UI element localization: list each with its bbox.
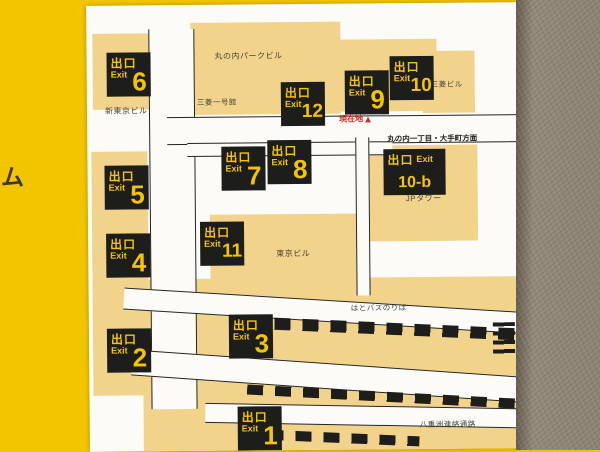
current-location-label: 現在地 (339, 114, 364, 124)
exit-number: 5 (130, 179, 145, 210)
exit-marker-8: 出口 Exit 8 (267, 139, 312, 185)
direction-label: 丸の内一丁目・大手町方面 (387, 133, 478, 144)
exit-number: 12 (301, 100, 324, 123)
exit-marker-4: 出口 Exit 4 (106, 233, 151, 278)
crosswalk-stripes (492, 322, 516, 355)
exit-number: 2 (132, 342, 148, 373)
exit-en: Exit (348, 87, 366, 98)
label-marunouchi-park-bldg: 丸の内パークビル (214, 51, 283, 61)
exit-number: 9 (370, 84, 386, 115)
current-location-triangle-icon: ▲ (363, 114, 374, 126)
label-yaesu-passage: 八重洲連絡通路 (419, 419, 476, 429)
exit-marker-10: 出口 Exit 10 (389, 55, 434, 101)
exit-number: 10 (410, 74, 432, 97)
exit-marker-6: 出口 Exit 6 (106, 52, 151, 97)
exit-marker-12: 出口 Exit 12 (280, 81, 326, 127)
exit-en: Exit (284, 99, 302, 110)
exit-marker-5: 出口 Exit 5 (104, 165, 149, 210)
label-mitsubishi-ichigokan: 三菱一号館 (196, 97, 237, 107)
exit-number: 3 (254, 328, 270, 359)
exit-number: 11 (222, 240, 243, 262)
exit-en: Exit (108, 182, 126, 193)
exit-en: Exit (416, 153, 433, 165)
exit-en: Exit (110, 250, 127, 261)
label-shin-tokyo-bldg: 新東京ビル (104, 106, 148, 116)
exit-marker-3: 出口 Exit 3 (228, 314, 274, 359)
exit-number: 7 (246, 160, 262, 191)
exit-kanji: 出口 (387, 153, 414, 168)
exit-marker-2: 出口 Exit 2 (106, 328, 152, 373)
label-mitsubishi-bldg: 三菱ビル (430, 79, 463, 89)
exit-en: Exit (110, 69, 128, 80)
label-tokyo-bldg: 東京ビル (276, 248, 311, 259)
exit-number: 10-b (398, 174, 432, 192)
exit-en: Exit (204, 238, 221, 249)
wall-background (516, 0, 600, 450)
exit-number: 6 (132, 66, 147, 97)
sign-partial-text: ム (1, 164, 24, 190)
street-vertical-gap (355, 137, 371, 296)
exit-map-panel: 新東京ビル 丸の内パークビル 三菱一号館 三菱ビル JPタワー 東京ビル はとバ… (86, 2, 520, 452)
current-location-marker: 現在地▲ (339, 113, 373, 125)
exit-en: Exit (225, 163, 243, 174)
exit-number: 8 (292, 154, 308, 185)
label-hato-bus: はとバスのりば (350, 303, 407, 313)
exit-marker-1: 出口 Exit 1 (237, 406, 282, 451)
exit-number: 1 (263, 420, 278, 451)
exit-en: Exit (271, 157, 288, 168)
exit-number: 4 (131, 247, 147, 278)
exit-en: Exit (393, 73, 411, 84)
exit-en: Exit (241, 423, 259, 434)
exit-marker-7: 出口 Exit 7 (221, 146, 266, 191)
exit-marker-10b: 出口 Exit 10-b (383, 148, 446, 196)
exit-en: Exit (111, 345, 128, 356)
exit-marker-11: 出口 Exit 11 (199, 221, 245, 266)
exit-marker-9: 出口 Exit 9 (344, 70, 390, 115)
exit-en: Exit (232, 331, 250, 342)
